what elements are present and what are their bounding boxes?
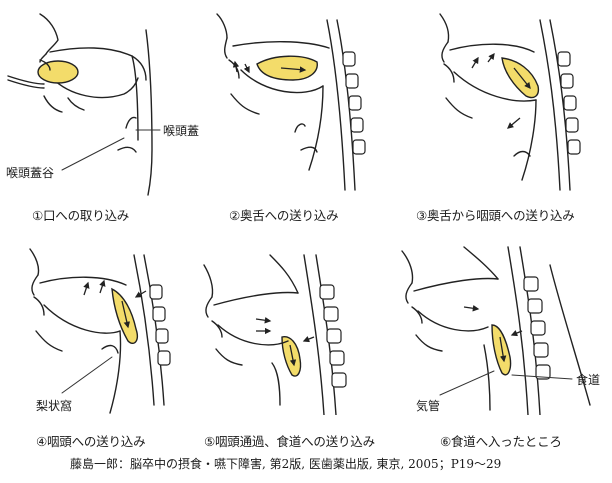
bolus (502, 58, 538, 98)
cervical-vertebrae (150, 285, 170, 365)
panel-6-illustration (400, 245, 612, 415)
caption-panel-3: ③奥舌から咽頭への送り込み (416, 205, 575, 224)
label-piriform: 梨状窩 (36, 397, 72, 414)
panel-2-to-back-of-tongue: ②奥舌への送り込み (205, 0, 405, 235)
panel-6-into-esophagus: 食道 気管 ⑥食道へ入ったところ (400, 245, 600, 480)
bolus (38, 61, 78, 83)
caption-panel-4: ④咽頭への送り込み (36, 431, 145, 450)
panel-2-illustration (205, 0, 405, 200)
panel-5-pharynx-passage: ⑤咽頭通過、食道への送り込み (200, 245, 400, 480)
panel-3-illustration (410, 0, 610, 200)
cervical-vertebrae (343, 52, 365, 154)
caption-panel-6: ⑥食道へ入ったところ (440, 431, 562, 450)
label-vallecula: 喉頭蓋谷 (6, 164, 54, 181)
source-citation: 藤島一郎：脳卒中の摂食・嚥下障害, 第2版, 医歯薬出版, 東京, 2005；P… (70, 455, 501, 472)
caption-panel-2: ②奥舌への送り込み (229, 205, 338, 224)
panel-1-oral-intake: 喉頭蓋 喉頭蓋谷 ①口への取り込み (0, 0, 200, 235)
label-epiglottis: 喉頭蓋 (163, 122, 199, 139)
bolus (112, 289, 137, 343)
label-trachea: 気管 (416, 397, 440, 414)
panel-3-tongue-to-pharynx: ③奥舌から咽頭への送り込み (410, 0, 610, 235)
panel-5-illustration (200, 245, 400, 415)
label-esophagus: 食道 (576, 371, 600, 388)
caption-panel-1: ①口への取り込み (32, 205, 129, 224)
cervical-vertebrae (558, 52, 580, 154)
panel-4-to-pharynx: 梨状窩 ④咽頭への送り込み (0, 245, 200, 480)
caption-panel-5: ⑤咽頭通過、食道への送り込み (204, 431, 375, 450)
panel-4-illustration (0, 245, 200, 415)
bolus (492, 325, 511, 375)
